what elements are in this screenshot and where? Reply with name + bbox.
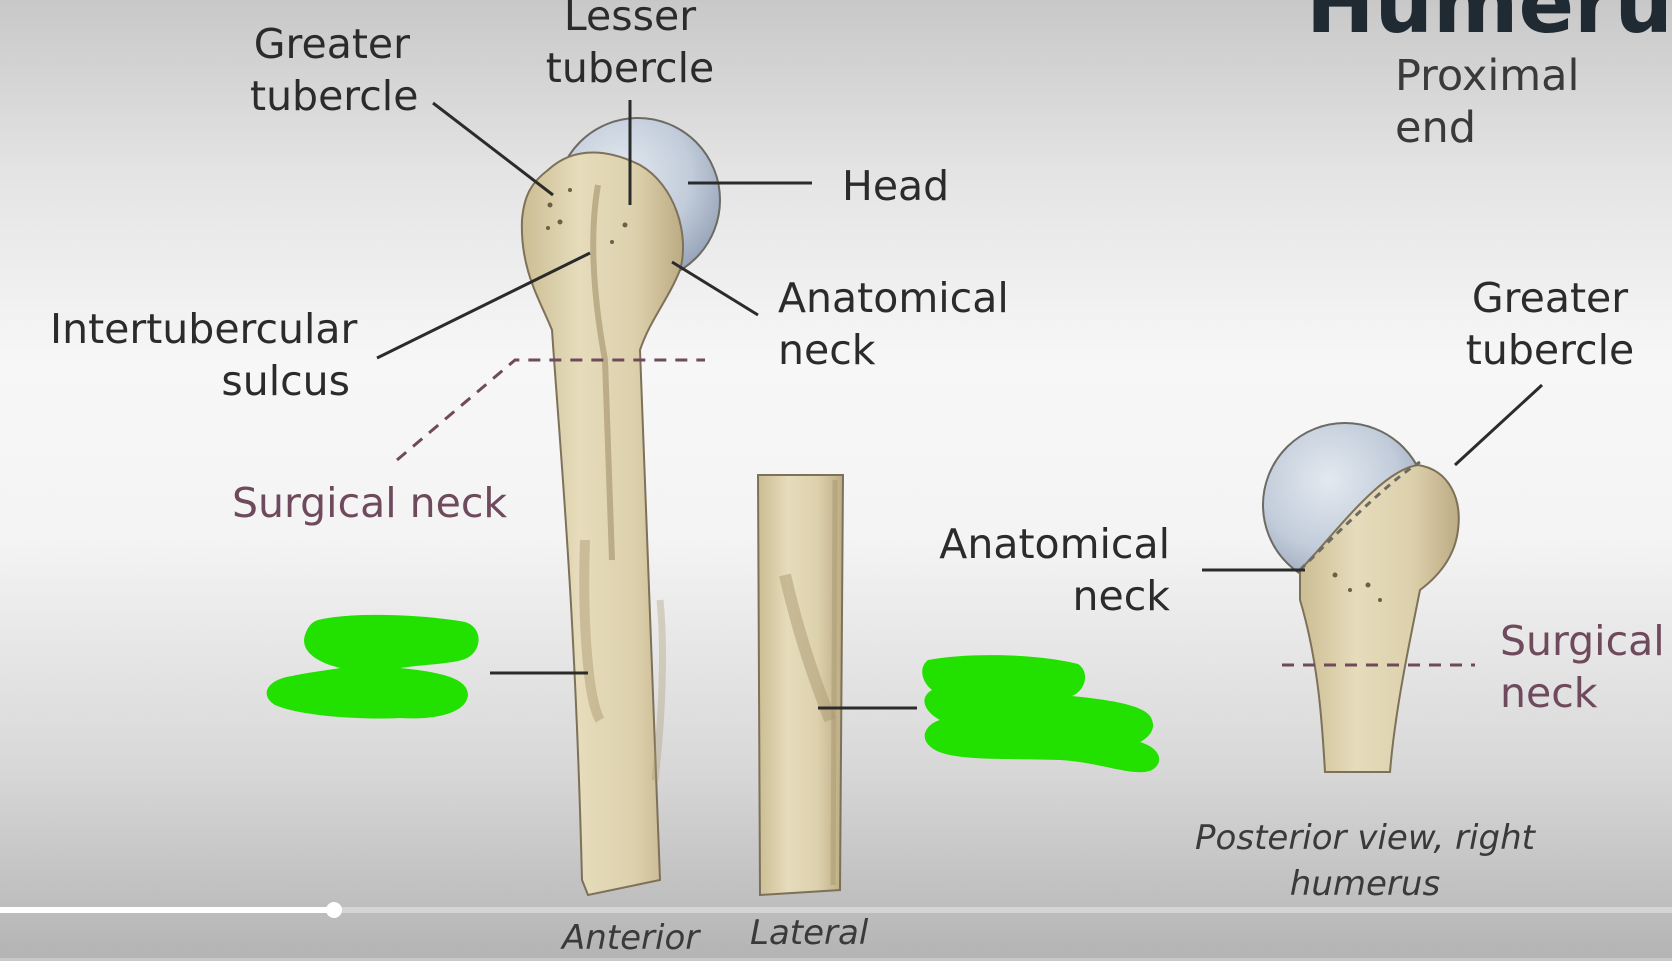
- leader-intertubercular-sulcus: [376, 251, 591, 360]
- leader-posterior-greater-tubercle: [1453, 383, 1544, 467]
- leader-lines: [376, 100, 1544, 710]
- label-anatomical-neck-anterior: Anatomical neck: [778, 274, 1009, 374]
- anterior-humerus-shape: [520, 151, 684, 897]
- label-surgical-neck-posterior: Surgical neck: [1500, 617, 1665, 717]
- surgical-neck-dashed-anterior: [396, 358, 705, 462]
- lateral-deltoid-ridge: [779, 573, 836, 723]
- redaction-anterior: [266, 614, 479, 719]
- posterior-foramina-dots: [1332, 572, 1382, 602]
- anterior-shaft-ridge: [579, 539, 605, 723]
- caption-posterior: Posterior view, right humerus: [1195, 818, 1535, 904]
- label-greater-tubercle-anterior: Greater tubercle: [250, 20, 419, 120]
- posterior-humerus: [1262, 422, 1460, 773]
- posterior-humerus-shape: [1299, 463, 1460, 773]
- label-greater-tubercle-posterior: Greater tubercle: [1465, 274, 1635, 374]
- label-intertubercular-sulcus: Intertubercular sulcus: [50, 305, 358, 405]
- redaction-marks: [266, 614, 1160, 773]
- lateral-humerus: [756, 474, 845, 897]
- label-head: Head: [842, 162, 950, 210]
- anterior-foramina-dots: [546, 188, 628, 244]
- caption-lateral: Lateral: [750, 913, 869, 953]
- caption-anterior: Anterior: [562, 918, 700, 958]
- lateral-edge-shade: [830, 479, 838, 886]
- redaction-lateral: [922, 655, 1160, 773]
- video-progress-knob[interactable]: [326, 902, 343, 918]
- page-subtitle: Proximal end: [1395, 51, 1580, 153]
- anterior-ridge-right: [651, 599, 666, 781]
- label-surgical-neck-anterior: Surgical neck: [232, 479, 508, 527]
- anterior-sulcus-groove: [590, 184, 615, 561]
- surgical-neck-lines: [396, 358, 1475, 667]
- leader-greater-tubercle: [432, 101, 554, 197]
- video-progress-track[interactable]: [0, 902, 1672, 918]
- label-anatomical-neck-posterior: Anatomical neck: [939, 520, 1170, 620]
- page-title: Humerus: [1306, 0, 1672, 52]
- lateral-shaft-shape: [756, 474, 845, 897]
- label-lesser-tubercle: Lesser tubercle: [545, 0, 715, 92]
- video-progress-fill: [0, 907, 335, 913]
- posterior-neck-line: [1298, 460, 1421, 572]
- leader-anatomical-neck: [671, 260, 759, 317]
- anterior-humerus: [520, 117, 721, 897]
